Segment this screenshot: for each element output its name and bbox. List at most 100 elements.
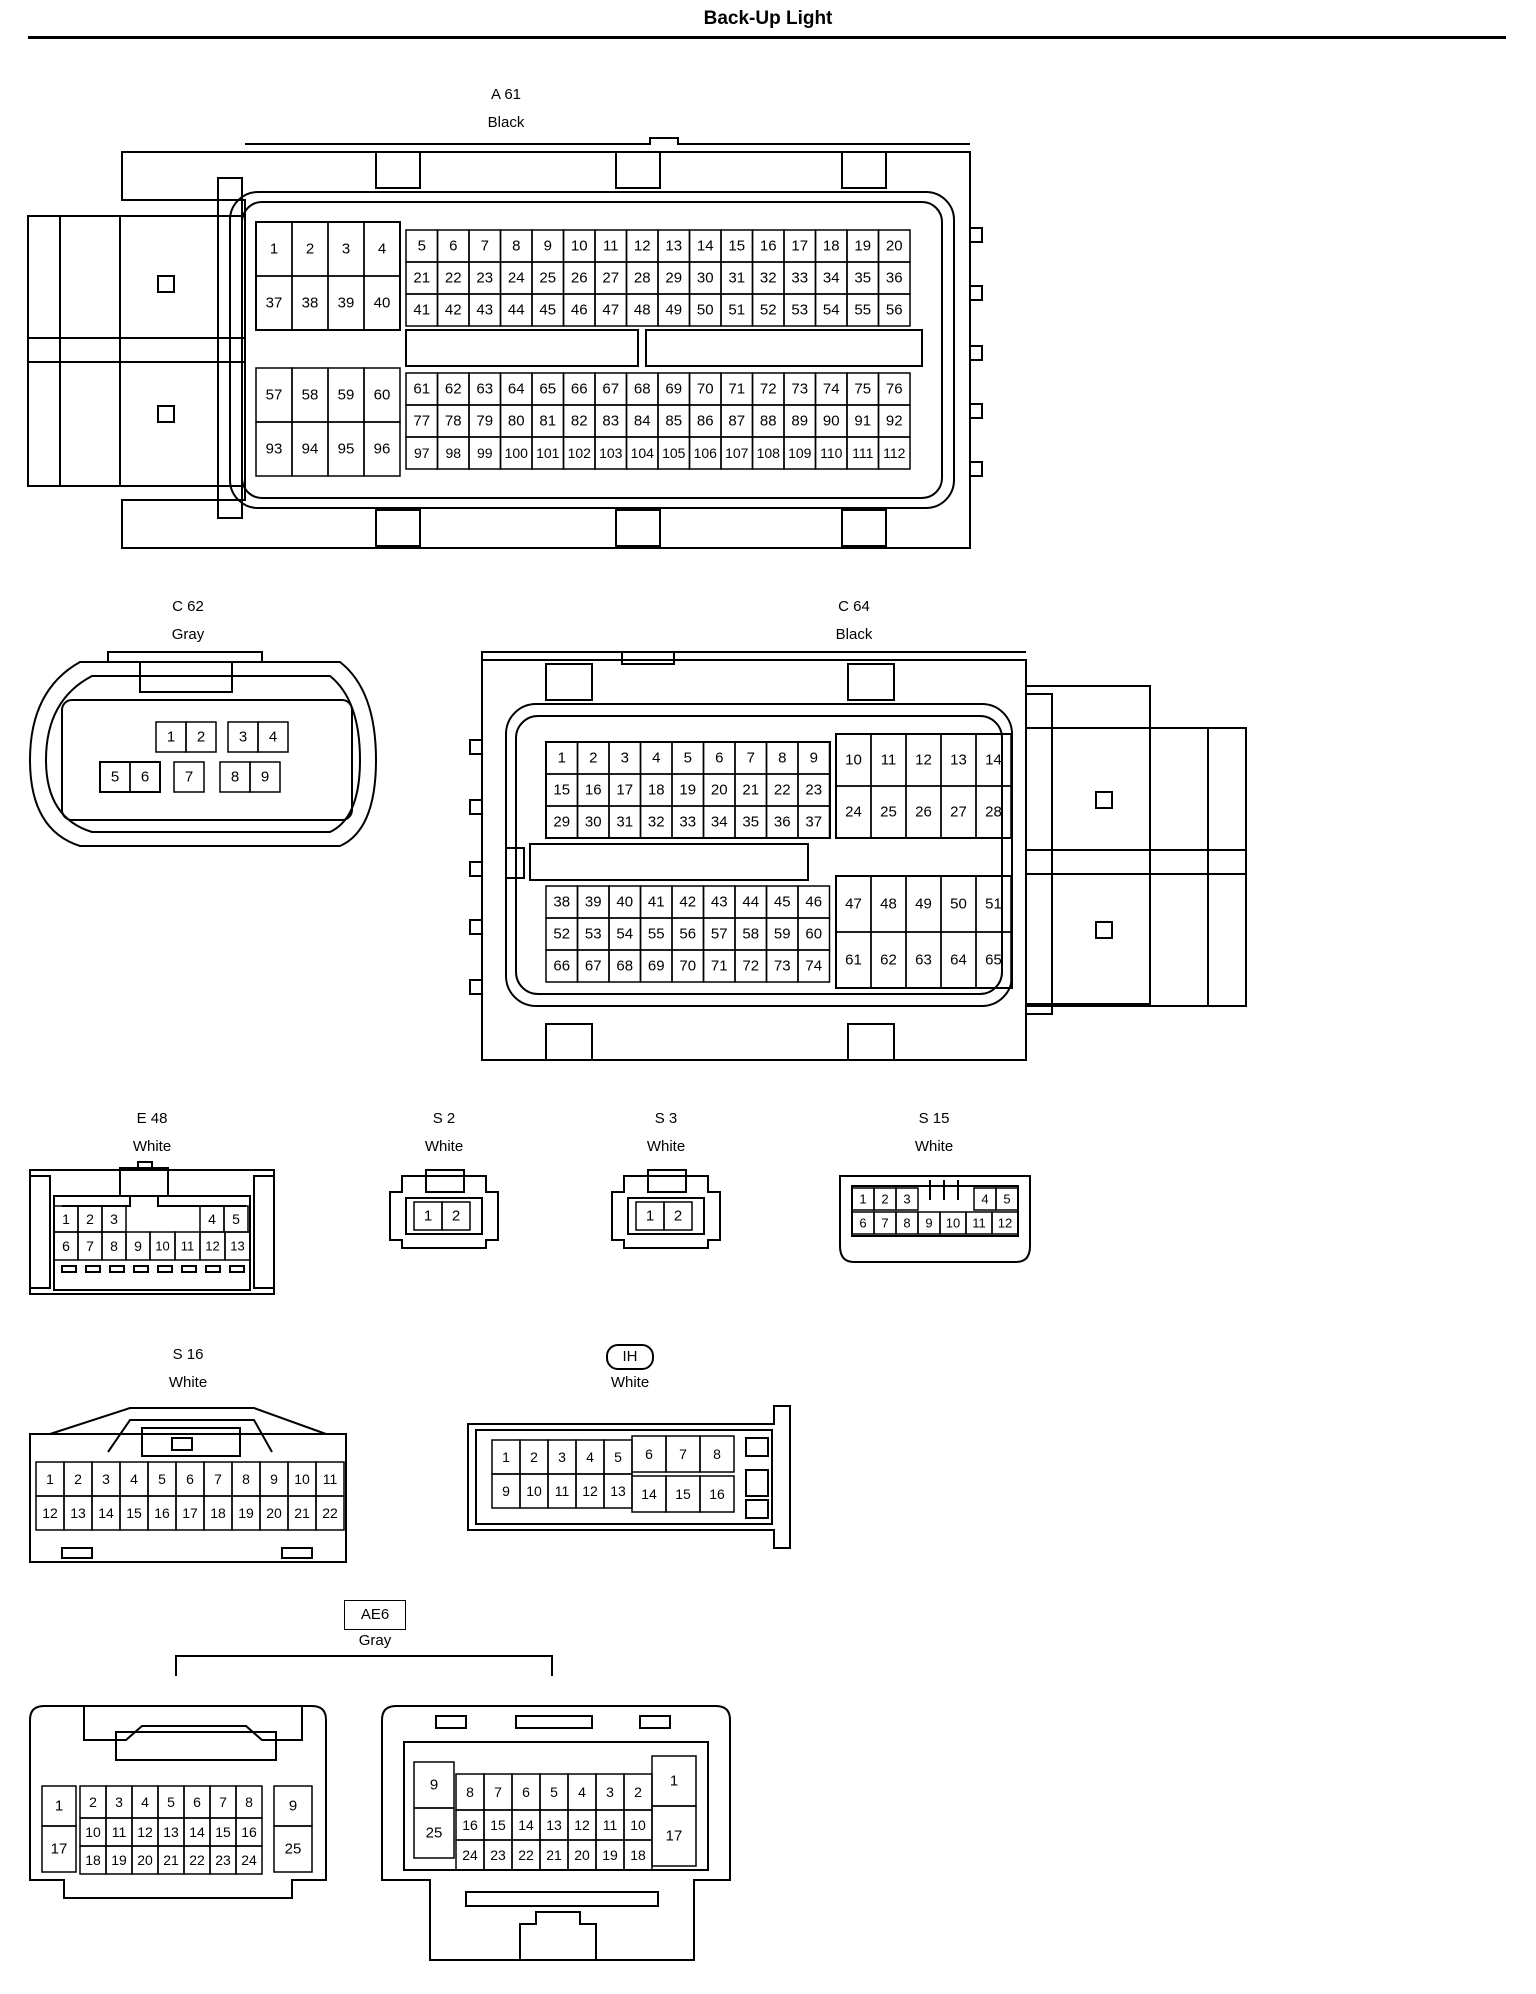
pin-number: 22 <box>774 782 791 799</box>
pin-number: 25 <box>539 270 556 287</box>
c64-top-tab <box>621 651 675 665</box>
pin-number: 34 <box>711 814 728 831</box>
ae6-right-tab <box>515 1715 593 1729</box>
pin-number: 5 <box>111 769 119 786</box>
pin-number: 74 <box>823 381 840 398</box>
pin-number: 23 <box>215 1852 231 1868</box>
pin-number: 21 <box>546 1847 562 1863</box>
pin-number: 39 <box>585 894 602 911</box>
pin-number: 6 <box>141 769 149 786</box>
ae6-bracket <box>175 1655 553 1676</box>
pin-number: 6 <box>859 1216 866 1231</box>
a61-color: Black <box>487 114 525 131</box>
pin-number: 13 <box>70 1505 86 1521</box>
pin-number: 64 <box>508 381 525 398</box>
pin-cell <box>441 1201 471 1231</box>
pin-number: 19 <box>602 1847 618 1863</box>
pin-number: 15 <box>215 1824 231 1840</box>
pin-number: 6 <box>186 1471 194 1487</box>
pin-number: 40 <box>374 295 391 312</box>
pin-number: 52 <box>553 926 570 943</box>
pin-cell <box>257 721 289 753</box>
pin-number: 21 <box>294 1505 310 1521</box>
pin-number: 6 <box>522 1784 530 1800</box>
pin-number: 70 <box>679 958 696 975</box>
pin-number: 1 <box>558 750 566 767</box>
pin-number: 13 <box>546 1817 562 1833</box>
s2-housing <box>389 1175 499 1249</box>
pin-number: 43 <box>476 302 493 319</box>
pin-number: 10 <box>155 1239 169 1254</box>
a61-latch-bottom <box>375 509 421 547</box>
pin-number: 24 <box>508 270 525 287</box>
ih-cavity <box>475 1429 773 1525</box>
pin-number: 14 <box>985 752 1002 769</box>
pin-number: 12 <box>998 1216 1012 1231</box>
pin-number: 31 <box>728 270 745 287</box>
pin-number: 9 <box>810 750 818 767</box>
ih-side-slot <box>745 1469 769 1497</box>
pin-number: 44 <box>508 302 525 319</box>
e48-pin-foot <box>181 1265 197 1273</box>
pin-number: 20 <box>266 1505 282 1521</box>
a61-latch-bottom <box>841 509 887 547</box>
pin-number: 2 <box>306 241 314 258</box>
pin-cell <box>877 293 911 327</box>
e48-pin-foot <box>205 1265 221 1273</box>
s2-color: White <box>424 1138 464 1155</box>
pin-number: 21 <box>163 1852 179 1868</box>
pin-number: 65 <box>539 381 556 398</box>
pin-number: 45 <box>539 302 556 319</box>
pin-cell <box>273 1825 313 1873</box>
pin-number: 10 <box>630 1817 646 1833</box>
s16-housing <box>29 1433 347 1563</box>
pin-number: 17 <box>51 1841 68 1858</box>
pin-number: 5 <box>550 1784 558 1800</box>
pin-number: 41 <box>648 894 665 911</box>
pin-number: 28 <box>985 804 1002 821</box>
pin-number: 7 <box>219 1794 227 1810</box>
pin-number: 57 <box>266 387 283 404</box>
pin-number: 1 <box>646 1208 654 1225</box>
pin-number: 102 <box>568 445 592 461</box>
pin-number: 55 <box>648 926 665 943</box>
ae6-right-tab <box>435 1715 467 1729</box>
pin-number: 94 <box>302 441 319 458</box>
pin-number: 26 <box>915 804 932 821</box>
pin-number: 7 <box>881 1216 888 1231</box>
pin-number: 39 <box>338 295 355 312</box>
pin-number: 35 <box>742 814 759 831</box>
pin-number: 3 <box>102 1471 110 1487</box>
e48-code: E 48 <box>136 1110 168 1127</box>
ae6-right-housing <box>381 1705 731 1961</box>
pin-number: 68 <box>616 958 633 975</box>
pin-cell <box>224 1231 251 1261</box>
pin-number: 109 <box>788 445 812 461</box>
pin-number: 49 <box>915 896 932 913</box>
pin-number: 10 <box>294 1471 310 1487</box>
c64-key-notch <box>505 847 525 879</box>
pin-number: 7 <box>494 1784 502 1800</box>
e48-side <box>253 1175 275 1289</box>
s15-color: White <box>914 1138 954 1155</box>
a61-left-arm <box>27 215 246 487</box>
pin-number: 38 <box>553 894 570 911</box>
pin-number: 61 <box>413 381 430 398</box>
s16-foot <box>281 1547 313 1559</box>
pin-number: 73 <box>774 958 791 975</box>
pin-number: 7 <box>86 1238 94 1254</box>
pin-cell <box>651 1805 697 1867</box>
pin-number: 11 <box>881 752 897 769</box>
pin-number: 48 <box>634 302 651 319</box>
pin-cell <box>797 949 831 983</box>
pin-number: 2 <box>197 729 205 746</box>
pin-number: 97 <box>414 445 430 461</box>
c62-lock <box>107 651 263 662</box>
pin-number: 44 <box>742 894 759 911</box>
c64-side-tab <box>469 919 483 935</box>
s3-lock <box>647 1169 687 1193</box>
pin-number: 25 <box>285 1841 302 1858</box>
a61-block-frame <box>255 221 401 331</box>
